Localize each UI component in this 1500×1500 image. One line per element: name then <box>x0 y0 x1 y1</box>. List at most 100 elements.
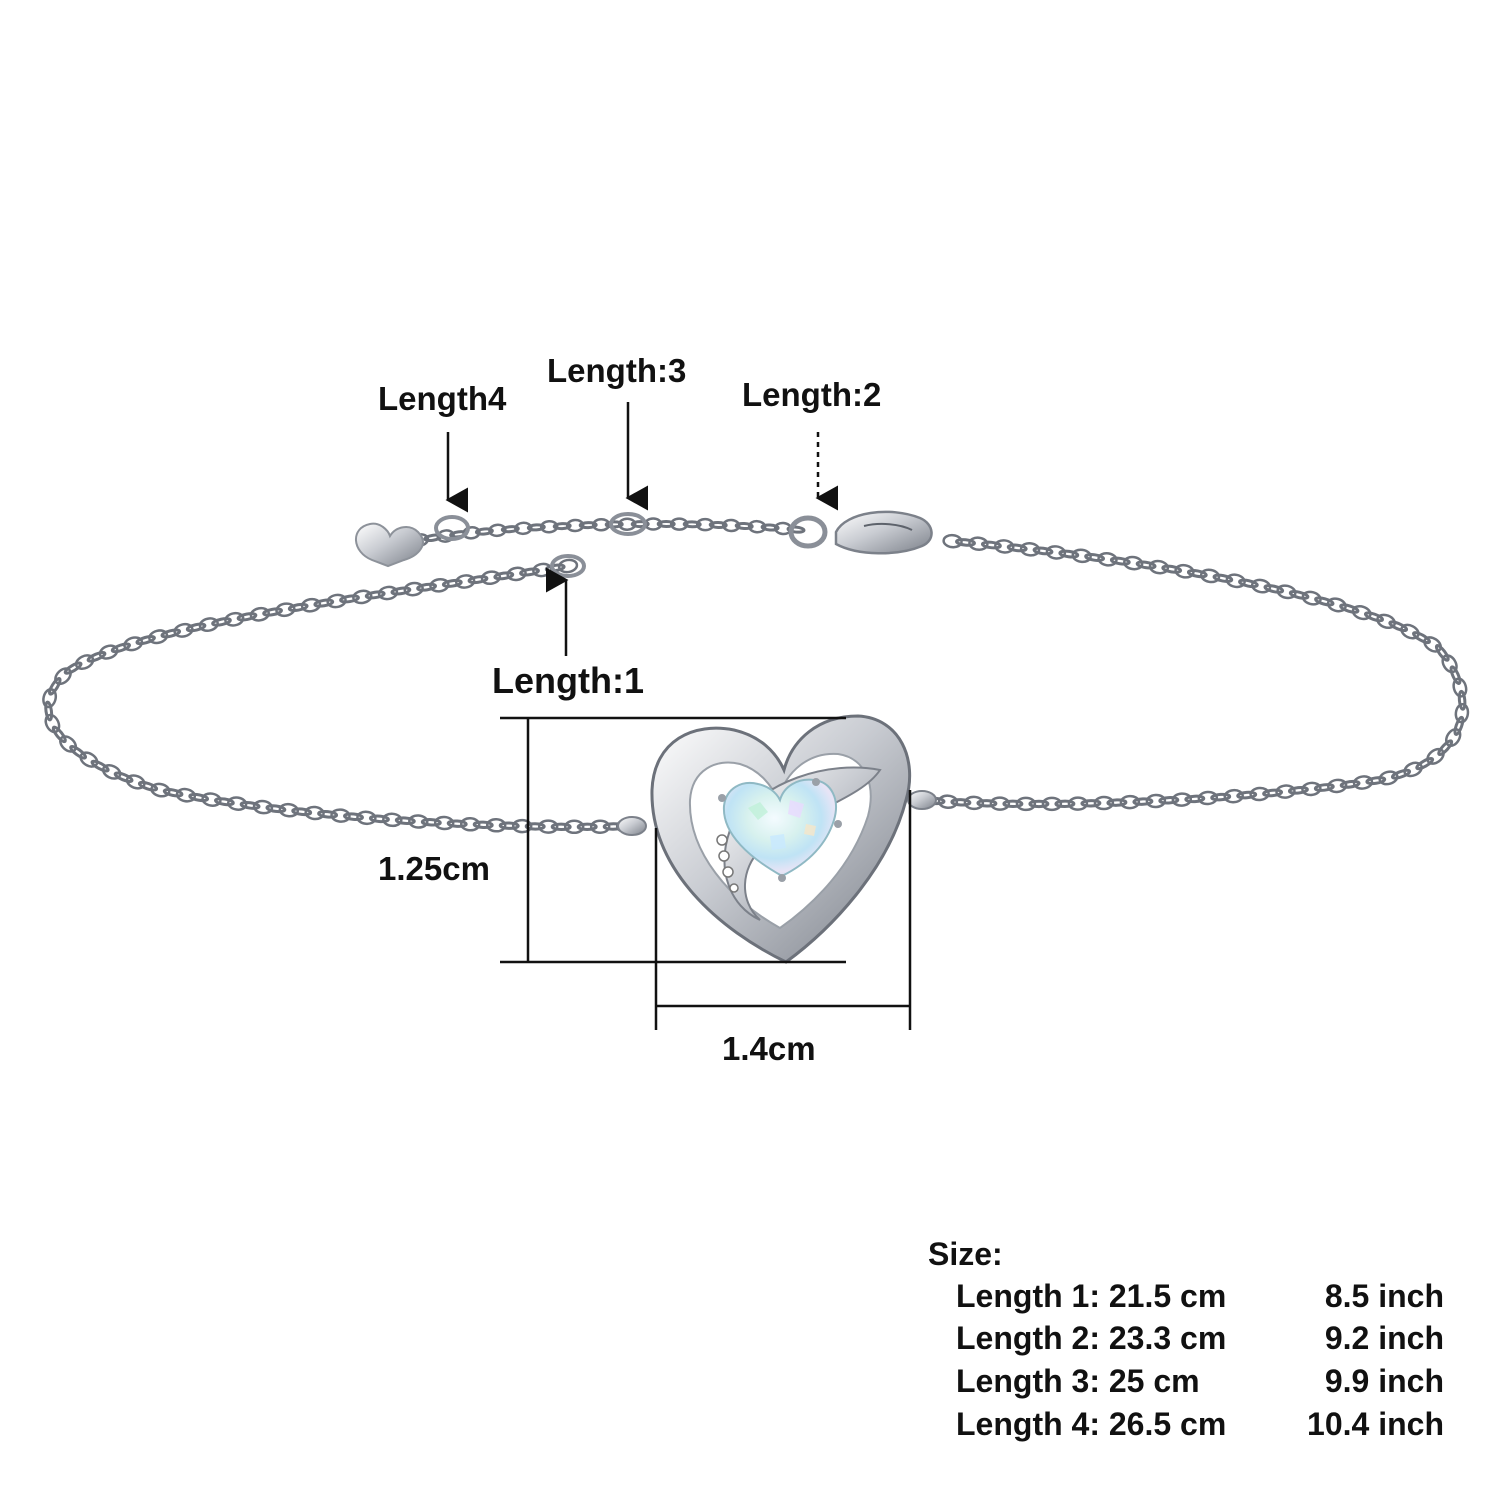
chain-link <box>526 523 546 532</box>
chain-link <box>1054 799 1076 809</box>
chain-link <box>524 822 546 831</box>
chain-link <box>604 520 624 529</box>
chain-link <box>42 687 58 709</box>
chain-link <box>185 622 207 633</box>
chain-link <box>175 787 197 803</box>
chain-link <box>436 529 455 543</box>
chain-link <box>493 571 515 581</box>
chain-link <box>278 802 300 818</box>
chain-link <box>188 792 210 803</box>
chain-link <box>1301 781 1322 797</box>
chain-link <box>1106 798 1128 807</box>
chain-link <box>519 567 540 577</box>
chain-link <box>980 540 1002 550</box>
chain-link <box>550 822 572 832</box>
chain-link <box>1415 757 1435 771</box>
chain-link <box>721 518 741 533</box>
chain-link <box>1032 546 1054 556</box>
chain-link <box>1363 611 1385 623</box>
chain-link <box>339 594 360 604</box>
chain-link <box>113 771 134 783</box>
chain-link <box>485 818 507 833</box>
chain-link <box>356 810 377 826</box>
heart-pendant <box>617 714 937 964</box>
chain-link <box>213 797 235 807</box>
chain-link <box>1313 783 1335 792</box>
chain-link <box>1028 799 1050 809</box>
chain-link <box>1093 795 1115 811</box>
chain-link <box>364 590 386 600</box>
chain-link <box>1376 613 1397 630</box>
chain-link <box>472 820 494 830</box>
chain-link <box>1119 794 1141 810</box>
chain-link <box>433 815 455 831</box>
chain-link <box>942 533 963 549</box>
chain-link <box>1225 573 1246 589</box>
size-row-inch: 9.9 inch <box>1324 1363 1444 1399</box>
chain-link <box>262 607 283 617</box>
label-length3: Length:3 <box>547 352 687 389</box>
label-length2: Length:2 <box>742 376 882 413</box>
chain-link <box>565 518 585 533</box>
chain-link <box>474 527 494 536</box>
chain-link <box>429 577 450 593</box>
chain-link <box>1378 770 1399 786</box>
chain-link <box>343 812 364 821</box>
chain-link <box>1339 779 1361 789</box>
chain-link <box>198 617 219 633</box>
chain-link <box>446 819 468 828</box>
chain-link <box>90 759 110 773</box>
chain-link <box>1365 776 1387 786</box>
chain-link <box>59 735 78 753</box>
size-row-label: Length 1: 21.5 cm <box>956 1278 1227 1314</box>
chain-link <box>79 751 99 768</box>
jump-ring-length3 <box>609 512 647 536</box>
chain-link <box>1002 799 1024 809</box>
chain-link <box>1210 792 1232 802</box>
chain-link <box>1158 796 1180 805</box>
chain-link <box>403 581 424 597</box>
chain-link <box>368 814 390 824</box>
chain-link <box>1197 790 1219 806</box>
chain-link <box>1199 568 1221 584</box>
chain-link <box>937 794 959 809</box>
chain-link <box>589 819 611 834</box>
chain-link <box>557 558 579 574</box>
chain-link <box>1186 569 1208 579</box>
chain-link <box>488 523 507 538</box>
chain-link <box>236 612 258 622</box>
chain-link <box>786 525 806 534</box>
chain-link <box>86 651 107 663</box>
chain-link <box>1400 623 1420 640</box>
size-row-label: Length 3: 25 cm <box>956 1363 1200 1399</box>
height-dimension <box>500 716 846 964</box>
chain-link <box>1019 542 1041 557</box>
chain-link <box>287 602 309 612</box>
chain-link <box>1006 543 1028 553</box>
chain-link <box>249 606 270 622</box>
chain-link <box>1352 775 1374 790</box>
chain-link <box>382 812 403 828</box>
chain-link <box>695 517 715 532</box>
size-row-label: Length 2: 23.3 cm <box>956 1320 1227 1356</box>
chain-link <box>390 586 412 596</box>
chain-link <box>734 521 754 531</box>
label-length4: Length4 <box>378 380 507 417</box>
chain-link <box>994 539 1015 554</box>
chain-link <box>968 536 989 551</box>
chain-link <box>74 654 95 671</box>
chain-link <box>576 822 598 832</box>
chain-link <box>1212 573 1234 583</box>
chain-link <box>1080 799 1102 808</box>
chain-link <box>265 804 287 814</box>
chain-link <box>135 635 156 646</box>
chain-link <box>148 629 169 645</box>
chain-link <box>1148 559 1170 575</box>
chain-link <box>976 799 998 808</box>
chain-link <box>1058 549 1080 559</box>
chain-link <box>1403 761 1423 778</box>
chain-link <box>1084 553 1106 562</box>
chain-link <box>747 519 767 534</box>
chain-link <box>326 593 347 609</box>
chain-link <box>511 818 533 834</box>
